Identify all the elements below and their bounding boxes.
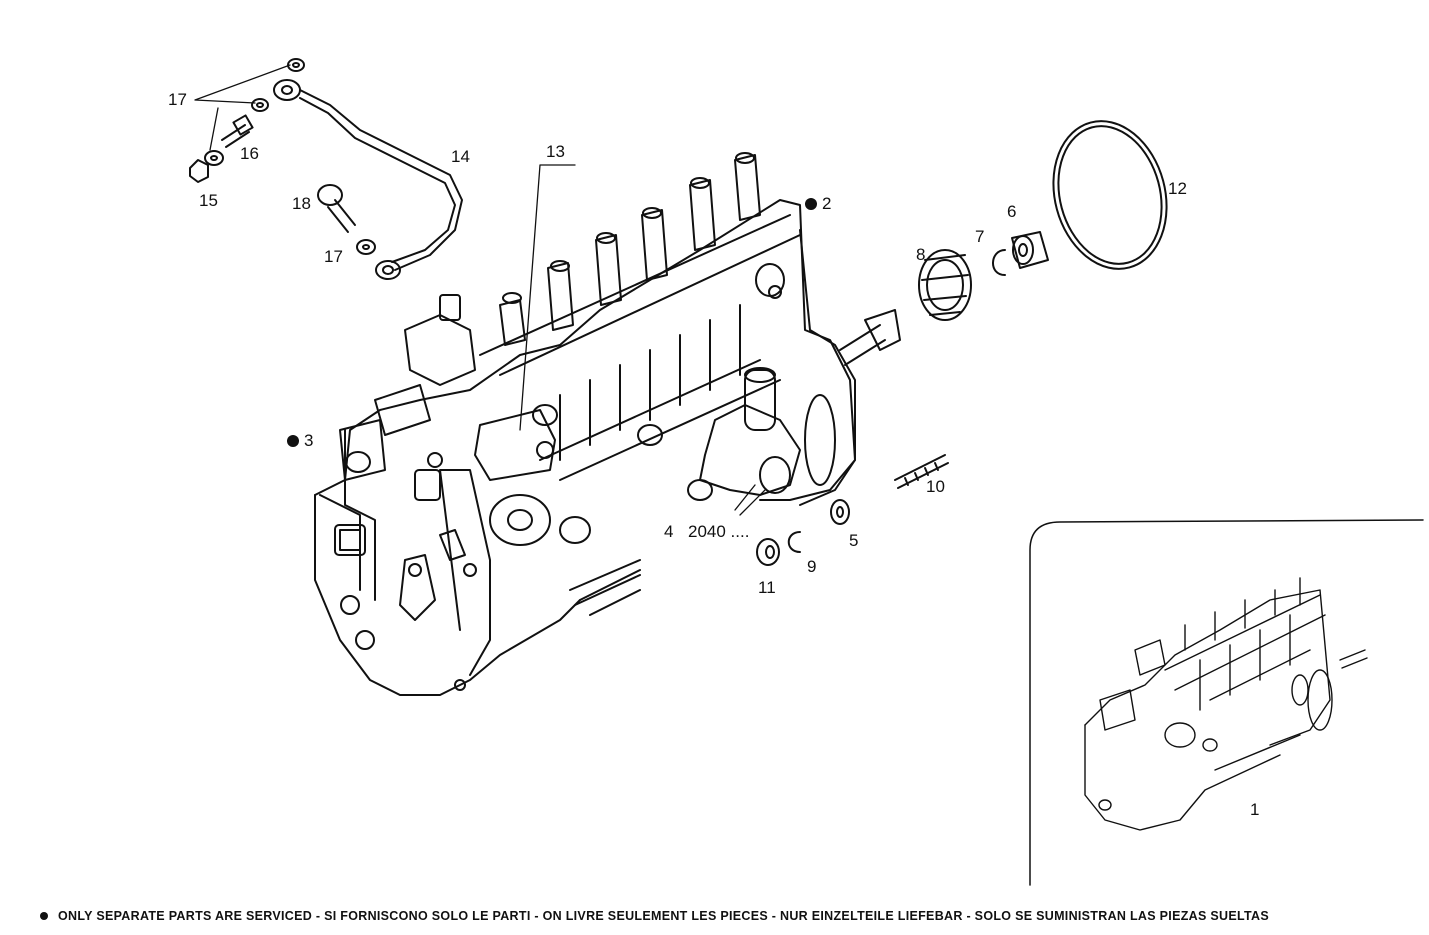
callout-8: 8 [916, 245, 926, 264]
fittings [189, 58, 376, 255]
callout-17-bottom: 17 [324, 247, 343, 266]
bullet-icon [287, 434, 299, 447]
bullet-icon [805, 197, 817, 210]
callout-7: 7 [975, 227, 985, 246]
fuel-pipe-14 [273, 79, 463, 280]
callout-11: 11 [758, 578, 776, 597]
callout-14: 14 [451, 147, 470, 166]
washer-5 [830, 499, 850, 525]
nut-11 [756, 538, 780, 566]
callout-17-top: 17 [168, 90, 187, 109]
footer-note: ONLY SEPARATE PARTS ARE SERVICED - SI FO… [40, 909, 1269, 923]
callout-12: 12 [1168, 179, 1187, 198]
inset-assembly-1 [1029, 519, 1424, 886]
callout-16: 16 [240, 144, 259, 163]
callout-3-text: 3 [304, 431, 314, 450]
delivery-valve-holders [499, 152, 761, 346]
callout-9: 9 [807, 557, 817, 576]
clip-7 [992, 249, 1006, 276]
callout-6: 6 [1007, 202, 1017, 221]
callout-1: 1 [1250, 800, 1260, 819]
callout-13: 13 [546, 142, 565, 161]
gear-8 [918, 249, 972, 321]
callout-3: 3 [287, 432, 313, 449]
nut-6 [1011, 231, 1049, 269]
callout-2040: 2040 .... [688, 522, 750, 541]
stud-10 [894, 454, 949, 489]
injection-pump-main [314, 199, 901, 696]
callout-2: 2 [805, 195, 831, 212]
o-ring-12 [1052, 120, 1168, 270]
callout-5: 5 [849, 531, 859, 550]
footer-note-text: ONLY SEPARATE PARTS ARE SERVICED - SI FO… [58, 909, 1269, 923]
callout-4: 4 [664, 522, 674, 541]
callout-18: 18 [292, 194, 311, 213]
callout-2-text: 2 [822, 194, 832, 213]
bullet-icon [40, 912, 48, 920]
callout-15: 15 [199, 191, 218, 210]
callout-10: 10 [926, 477, 945, 496]
leader-lines [194, 64, 766, 516]
clip-9 [787, 531, 801, 553]
